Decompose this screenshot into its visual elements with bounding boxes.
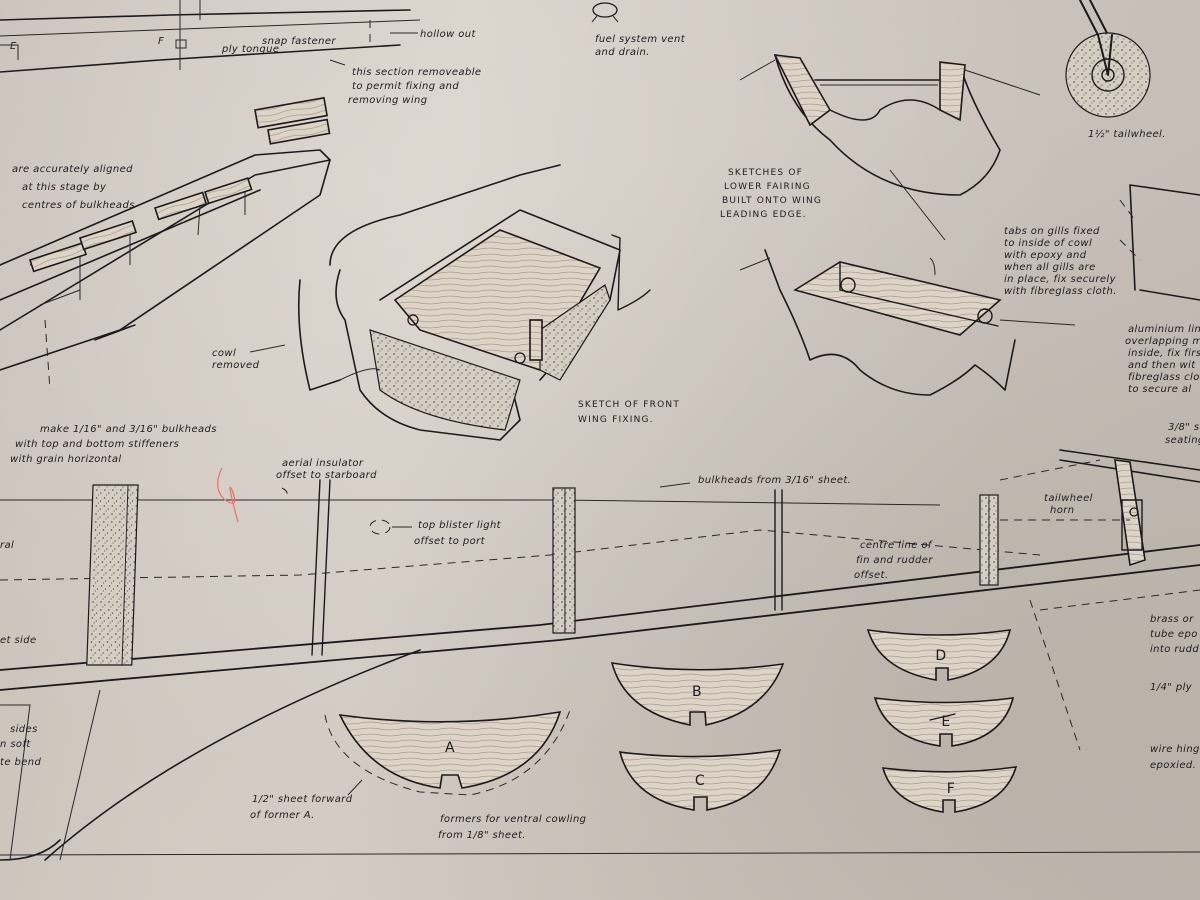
note-centre-line-1: centre line of xyxy=(860,540,933,551)
note-centre-line-3: offset. xyxy=(854,570,888,581)
note-centre-line-2: fin and rudder xyxy=(856,555,933,566)
fuselage-side-view: make 1/16" and 3/16" bulkheads with top … xyxy=(0,424,1200,861)
note-fuel-vent-2: and drain. xyxy=(595,47,650,58)
lower-fairing-sketches: SKETCHES OF LOWER FAIRING BUILT ONTO WIN… xyxy=(720,54,1076,396)
note-fairing-4: LEADING EDGE. xyxy=(720,210,807,220)
note-wire-hinge-2: epoxied. I xyxy=(1150,760,1200,771)
note-aluminium-4: and then wit xyxy=(1128,360,1196,371)
note-seat-2: seating xyxy=(1165,435,1200,446)
note-cowl-1: cowl xyxy=(212,348,236,359)
note-half-sheet-1: 1/2" sheet forward xyxy=(252,794,353,805)
note-gills-1: tabs on gills fixed xyxy=(1004,226,1100,237)
label-f-top: F xyxy=(158,36,164,47)
note-fuel-vent-1: fuel system vent xyxy=(595,34,686,45)
former-b: B xyxy=(610,662,785,726)
fuselage-frame-sketch: are accurately aligned at this stage by … xyxy=(0,96,331,391)
note-wire-hinge-1: wire hing xyxy=(1150,744,1200,755)
note-horn-2: horn xyxy=(1050,505,1075,516)
former-c-label: C xyxy=(695,773,705,789)
note-formers-2: from 1/8" sheet. xyxy=(438,830,526,841)
former-d: D xyxy=(866,629,1012,681)
note-bulkheads-2: with top and bottom stiffeners xyxy=(15,439,179,450)
right-edge-notes: tabs on gills fixed to inside of cowl wi… xyxy=(1004,184,1200,446)
note-brass-3: into rudd xyxy=(1150,644,1199,655)
former-b-label: B xyxy=(692,684,702,700)
former-d-label: D xyxy=(935,648,946,664)
former-f: F xyxy=(881,766,1018,813)
note-aluminium-2: overlapping mai xyxy=(1125,336,1200,347)
note-aluminium-6: to secure al xyxy=(1128,384,1192,395)
note-section-removable-2: to permit fixing and xyxy=(352,81,459,92)
note-hollow-out: hollow out xyxy=(420,29,477,40)
note-seat-1: 3/8" sh xyxy=(1168,422,1200,433)
note-aligned-1: are accurately aligned xyxy=(12,164,133,175)
note-aerial-1: aerial insulator xyxy=(282,458,364,469)
note-gills-4: when all gills are xyxy=(1004,262,1096,273)
note-sides-2: n soft xyxy=(0,739,31,750)
former-a: A xyxy=(324,709,571,796)
tailwheel-detail: 1½" tailwheel. xyxy=(1065,0,1166,140)
label-e-top: E xyxy=(10,41,17,52)
top-fuselage-strip: E F ply tongue snap fastener hollow out … xyxy=(0,0,481,106)
ventral-cowling-formers: A B C D E F 1/2" sheet forward of forme xyxy=(250,629,1018,841)
note-aluminium-5: fibreglass clot xyxy=(1128,372,1200,383)
former-e: E xyxy=(873,697,1015,747)
note-front-wing-2: WING FIXING. xyxy=(578,415,654,425)
note-sides-1: sides xyxy=(10,724,38,735)
note-horn-1: tailwheel xyxy=(1044,493,1093,504)
note-half-sheet-2: of former A. xyxy=(250,810,315,821)
note-aluminium-1: aluminium link xyxy=(1128,324,1200,335)
note-blister-1: top blister light xyxy=(418,520,502,531)
note-ply-tongue: ply tongue xyxy=(221,44,279,55)
note-section-removable-1: this section removeable xyxy=(352,67,481,78)
note-aligned-2: at this stage by xyxy=(22,182,107,193)
note-gills-6: with fibreglass cloth. xyxy=(1004,286,1117,297)
note-fairing-2: LOWER FAIRING xyxy=(724,182,811,192)
note-cowl-2: removed xyxy=(212,360,260,371)
note-section-removable-3: removing wing xyxy=(348,95,428,106)
note-quarter-ply: 1/4" ply xyxy=(1150,682,1193,693)
note-gills-2: to inside of cowl xyxy=(1004,238,1092,249)
note-sides-3: te bend xyxy=(0,757,41,768)
note-seat-side: et side xyxy=(0,635,37,646)
note-bulkheads-3: with grain horizontal xyxy=(10,454,122,465)
note-brass-1: brass or xyxy=(1150,614,1194,625)
former-a-label: A xyxy=(445,740,455,756)
former-c: C xyxy=(618,749,782,811)
note-bulkheads-1: make 1/16" and 3/16" bulkheads xyxy=(40,424,217,435)
note-fairing-1: SKETCHES OF xyxy=(728,168,803,178)
fuel-vent-detail: fuel system vent and drain. xyxy=(591,2,686,58)
note-bulkheads-sheet: bulkheads from 3/16" sheet. xyxy=(698,475,851,486)
note-front-wing-1: SKETCH OF FRONT xyxy=(578,400,680,410)
note-blister-2: offset to port xyxy=(414,536,486,547)
note-aerial-2: offset to starboard xyxy=(276,470,377,481)
former-e-label: E xyxy=(941,714,950,730)
note-formers-1: formers for ventral cowling xyxy=(440,814,586,825)
front-wing-fixing-sketch: cowl removed SKETCH OF FRONT WING FIXING… xyxy=(212,164,680,441)
note-brass-2: tube epo xyxy=(1150,629,1198,640)
former-f-label: F xyxy=(947,781,955,797)
note-tailwheel: 1½" tailwheel. xyxy=(1088,128,1166,140)
note-gills-5: in place, fix securely xyxy=(1004,274,1117,285)
note-aligned-3: centres of bulkheads xyxy=(22,200,135,211)
note-gills-3: with epoxy and xyxy=(1004,250,1087,261)
note-snap-fastener: snap fastener xyxy=(262,36,336,47)
note-fairing-3: BUILT ONTO WING xyxy=(722,196,822,206)
note-aluminium-3: inside, fix firs xyxy=(1128,348,1200,359)
note-ral: ral xyxy=(0,540,14,551)
